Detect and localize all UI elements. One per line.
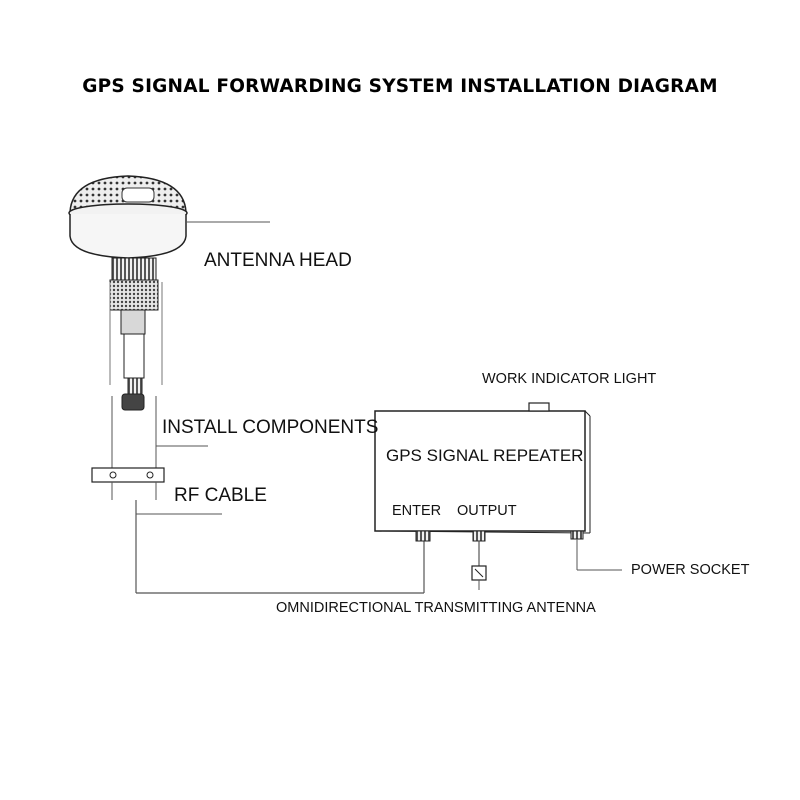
power-socket-icon [570,530,622,571]
output-port-icon [472,530,486,566]
enter-port-icon [415,530,431,542]
omni-antenna-icon [471,565,487,590]
repeater-label: GPS SIGNAL REPEATER [386,446,584,465]
work-indicator-light-label: WORK INDICATOR LIGHT [482,371,657,387]
antenna-mount-icon [109,257,163,395]
work-indicator-light-icon [528,402,550,412]
enter-port-label: ENTER [392,503,442,519]
install-components-label: INSTALL COMPONENTS [162,417,379,438]
install-components-icon [91,393,208,500]
rf-cable-label: RF CABLE [174,485,267,506]
omni-antenna-label: OMNIDIRECTIONAL TRANSMITTING ANTENNA [276,600,596,616]
rf-cable-line [135,500,425,594]
repeater-box [374,410,591,534]
output-port-label: OUTPUT [457,503,517,519]
antenna-head-icon [68,175,270,259]
antenna-head-label: ANTENNA HEAD [204,250,352,271]
power-socket-label: POWER SOCKET [631,562,750,578]
diagram-title: GPS SIGNAL FORWARDING SYSTEM INSTALLATIO… [82,76,718,97]
